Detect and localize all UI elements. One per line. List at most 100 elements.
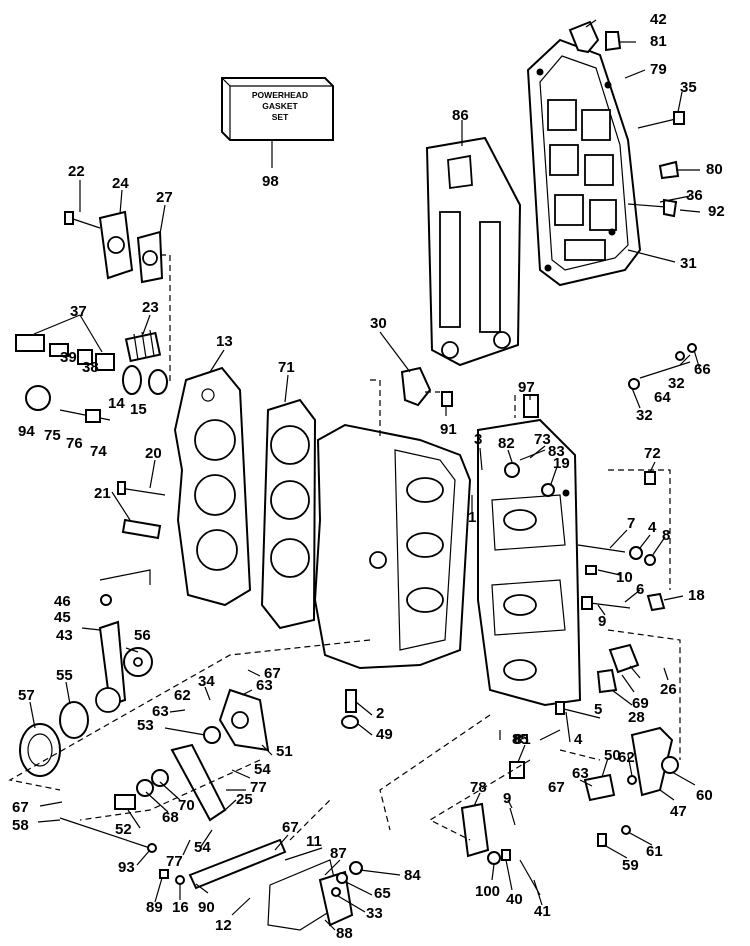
callout-20: 20	[145, 445, 162, 462]
callout-37: 37	[70, 303, 87, 320]
callout-47: 47	[670, 803, 687, 820]
callout-49: 49	[376, 726, 393, 743]
rod-88	[318, 870, 354, 927]
callout-100: 100	[475, 883, 500, 900]
bolt-72	[644, 471, 656, 485]
cylinder-block	[313, 423, 472, 670]
spring-57	[19, 723, 61, 777]
callout-63c: 63	[572, 765, 589, 782]
cam-55	[59, 701, 89, 739]
callout-19: 19	[553, 455, 570, 472]
head-gasket	[260, 398, 317, 630]
fitting-18	[646, 592, 666, 612]
callout-28: 28	[628, 709, 645, 726]
callout-88: 88	[336, 925, 353, 942]
callout-30: 30	[370, 315, 387, 332]
plug-82	[504, 462, 520, 478]
bolt-52	[114, 794, 136, 810]
clip-89	[159, 869, 169, 879]
callout-36: 36	[686, 187, 703, 204]
callout-51: 51	[276, 743, 293, 760]
callout-22: 22	[68, 163, 85, 180]
gasket-box-line-3: SET	[272, 112, 289, 122]
callout-92: 92	[708, 203, 725, 220]
callout-numbers: 42 81 79 35 86 80 36 92 31 98 22 24 27 2…	[12, 11, 725, 942]
washer-32b	[628, 378, 640, 390]
bolt-59	[597, 833, 607, 847]
callout-2: 2	[376, 705, 384, 722]
bolt-5	[555, 701, 565, 715]
callout-21: 21	[94, 485, 111, 502]
callout-54a: 54	[254, 761, 271, 778]
link-69	[608, 643, 640, 674]
callout-33: 33	[366, 905, 383, 922]
callout-63a: 63	[256, 677, 273, 694]
washer-16	[175, 875, 185, 885]
bushing-53	[203, 726, 221, 744]
callout-4a: 4	[648, 519, 657, 536]
cam-50	[583, 773, 616, 802]
callout-75: 75	[44, 427, 61, 444]
exhaust-cover	[526, 38, 642, 287]
cylinder-head	[173, 366, 252, 607]
callout-60: 60	[696, 787, 713, 804]
callout-12: 12	[215, 917, 232, 934]
callout-86: 86	[452, 107, 469, 124]
callout-80: 80	[706, 161, 723, 178]
callout-64: 64	[654, 389, 671, 406]
callout-32b: 32	[636, 407, 653, 424]
leader-lines	[29, 19, 701, 931]
callout-41: 41	[534, 903, 551, 920]
callout-67a: 67	[264, 665, 281, 682]
washer-15	[148, 369, 168, 395]
callout-38: 38	[82, 359, 99, 376]
gasket-box-line-1: POWERHEAD	[252, 90, 308, 100]
callout-9a: 9	[598, 613, 606, 630]
callout-77a: 77	[250, 779, 267, 796]
callout-73: 73	[534, 431, 551, 448]
washer-65	[336, 872, 348, 884]
callout-11: 11	[306, 833, 322, 850]
callout-62a: 62	[174, 687, 191, 704]
seal-38	[77, 349, 93, 365]
callout-65: 65	[374, 885, 391, 902]
callout-56: 56	[134, 627, 151, 644]
callout-61: 61	[646, 843, 663, 860]
callout-14: 14	[108, 395, 125, 412]
callout-79: 79	[650, 61, 667, 78]
diaphragm-37	[95, 353, 115, 371]
callout-43: 43	[56, 627, 73, 644]
bracket-78	[460, 802, 490, 858]
callout-32a: 32	[668, 375, 685, 392]
cap-94	[25, 385, 51, 411]
gasket-box-line-2: GASKET	[262, 101, 298, 111]
fitting-74	[85, 409, 101, 423]
callout-5: 5	[594, 701, 602, 718]
valve-37	[15, 334, 45, 352]
washer-62	[627, 775, 637, 785]
callout-71: 71	[278, 359, 295, 376]
seal-14	[122, 365, 142, 395]
callout-81a: 81	[650, 33, 667, 50]
callout-76: 76	[66, 435, 83, 452]
callout-57: 57	[18, 687, 35, 704]
callout-46: 46	[54, 593, 71, 610]
nut-8	[644, 554, 656, 566]
callout-39: 39	[60, 349, 77, 366]
callout-59: 59	[622, 857, 639, 874]
nut-84	[349, 861, 363, 875]
callout-85: 85	[512, 731, 529, 748]
callout-35: 35	[680, 79, 697, 96]
callout-13: 13	[216, 333, 233, 350]
callout-40: 40	[506, 891, 523, 908]
cover-bolt	[673, 111, 685, 125]
temp-sensor	[568, 20, 600, 54]
sensor-clip	[605, 31, 622, 52]
callout-62b: 62	[618, 749, 635, 766]
callout-6: 6	[636, 581, 644, 598]
spring-100	[487, 851, 501, 865]
washer-68	[136, 779, 154, 797]
nut-83	[541, 483, 555, 497]
callout-34: 34	[198, 673, 215, 690]
callout-24: 24	[112, 175, 129, 192]
